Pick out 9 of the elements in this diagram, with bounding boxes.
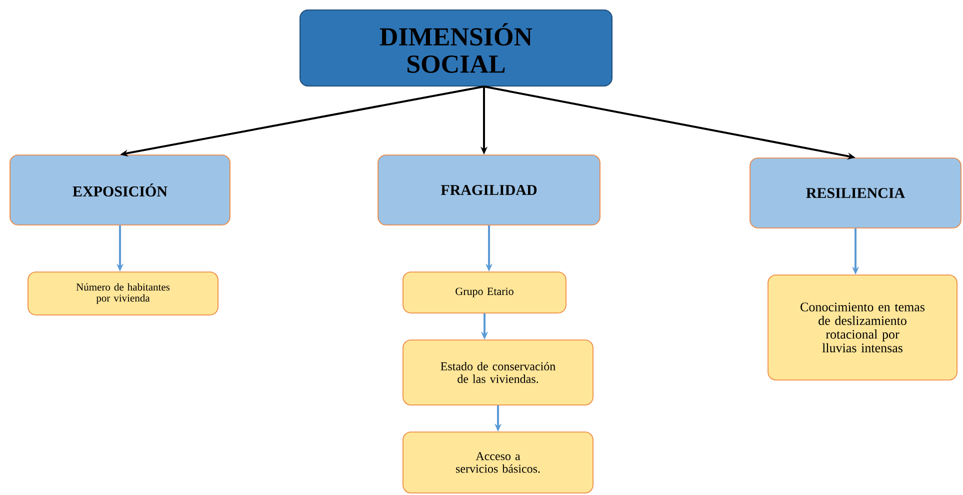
category-box: EXPOSICIÓN	[10, 154, 230, 226]
category-box: FRAGILIDAD	[378, 154, 600, 226]
item-box: Acceso a servicios básicos.	[402, 432, 594, 494]
title-box: DIMENSIÓN SOCIAL	[300, 10, 612, 86]
item-box: Estado de conservación de las viviendas.	[402, 340, 594, 406]
category-box: RESILIENCIA	[750, 158, 962, 228]
item-box: Número de habitantes por vivienda	[28, 272, 218, 316]
item-box: Grupo Etario	[402, 272, 566, 314]
item-box: Conocimiento en temas de deslizamiento rotacional por lluvias intensas	[768, 274, 958, 380]
